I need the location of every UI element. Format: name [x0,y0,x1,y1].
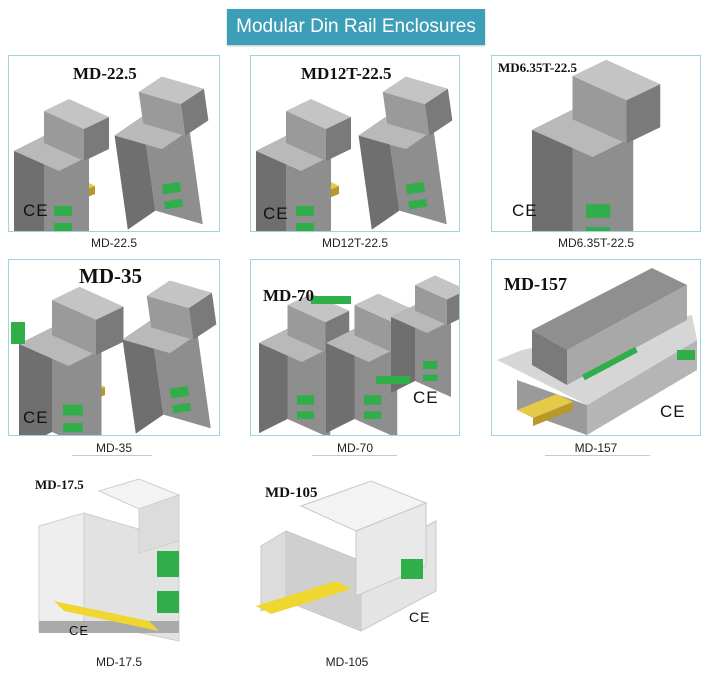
ce-mark: CE [660,402,686,421]
enclosure-illustration [38,478,181,642]
enclosure-illustration [497,268,697,435]
product-card-md12t-22-5[interactable]: MD12T-22.5 CE [250,55,460,232]
model-label: MD-157 [504,274,567,294]
product-card-md-70[interactable]: MD-70 CE [250,259,460,436]
page-title-banner: Modular Din Rail Enclosures [227,9,485,45]
product-card-md-22-5[interactable]: MD-22.5 CE [8,55,220,232]
model-label: MD-22.5 [73,64,137,83]
product-caption[interactable]: MD-105 [325,655,369,669]
product-caption[interactable]: MD-70 [336,441,373,455]
ce-mark: CE [512,201,538,220]
enclosure-illustration [259,275,459,435]
product-card-md-17-5[interactable]: MD-17.5 CE [28,470,210,648]
product-caption[interactable]: MD-35 [95,441,132,455]
product-caption[interactable]: MD-157 [574,441,618,455]
product-caption[interactable]: MD6.35T-22.5 [557,236,635,250]
ce-mark: CE [409,609,431,625]
model-label: MD-35 [79,264,142,288]
enclosure-illustration [256,480,437,632]
product-card-md-35[interactable]: MD-35 CE [8,259,220,436]
caption-divider [72,455,152,456]
product-caption[interactable]: MD-17.5 [95,655,142,669]
product-card-md-157[interactable]: MD-157 CE [491,259,701,436]
caption-divider [545,455,650,456]
product-card-md6-35t-22-5[interactable]: MD6.35T-22.5 CE [491,55,701,232]
ce-mark: CE [23,201,49,220]
model-label: MD-17.5 [35,477,84,492]
product-card-md-105[interactable]: MD-105 CE [250,470,444,648]
ce-mark: CE [23,408,49,427]
page-title: Modular Din Rail Enclosures [236,16,476,37]
model-label: MD6.35T-22.5 [498,60,577,75]
ce-mark: CE [413,388,439,407]
enclosure-illustration [11,274,219,435]
ce-mark: CE [263,204,289,223]
model-label: MD12T-22.5 [301,64,392,83]
product-caption[interactable]: MD-22.5 [90,236,137,250]
ce-mark: CE [69,623,90,638]
model-label: MD-70 [263,286,314,305]
product-caption[interactable]: MD12T-22.5 [321,236,389,250]
caption-divider [312,455,397,456]
model-label: MD-105 [265,485,318,501]
